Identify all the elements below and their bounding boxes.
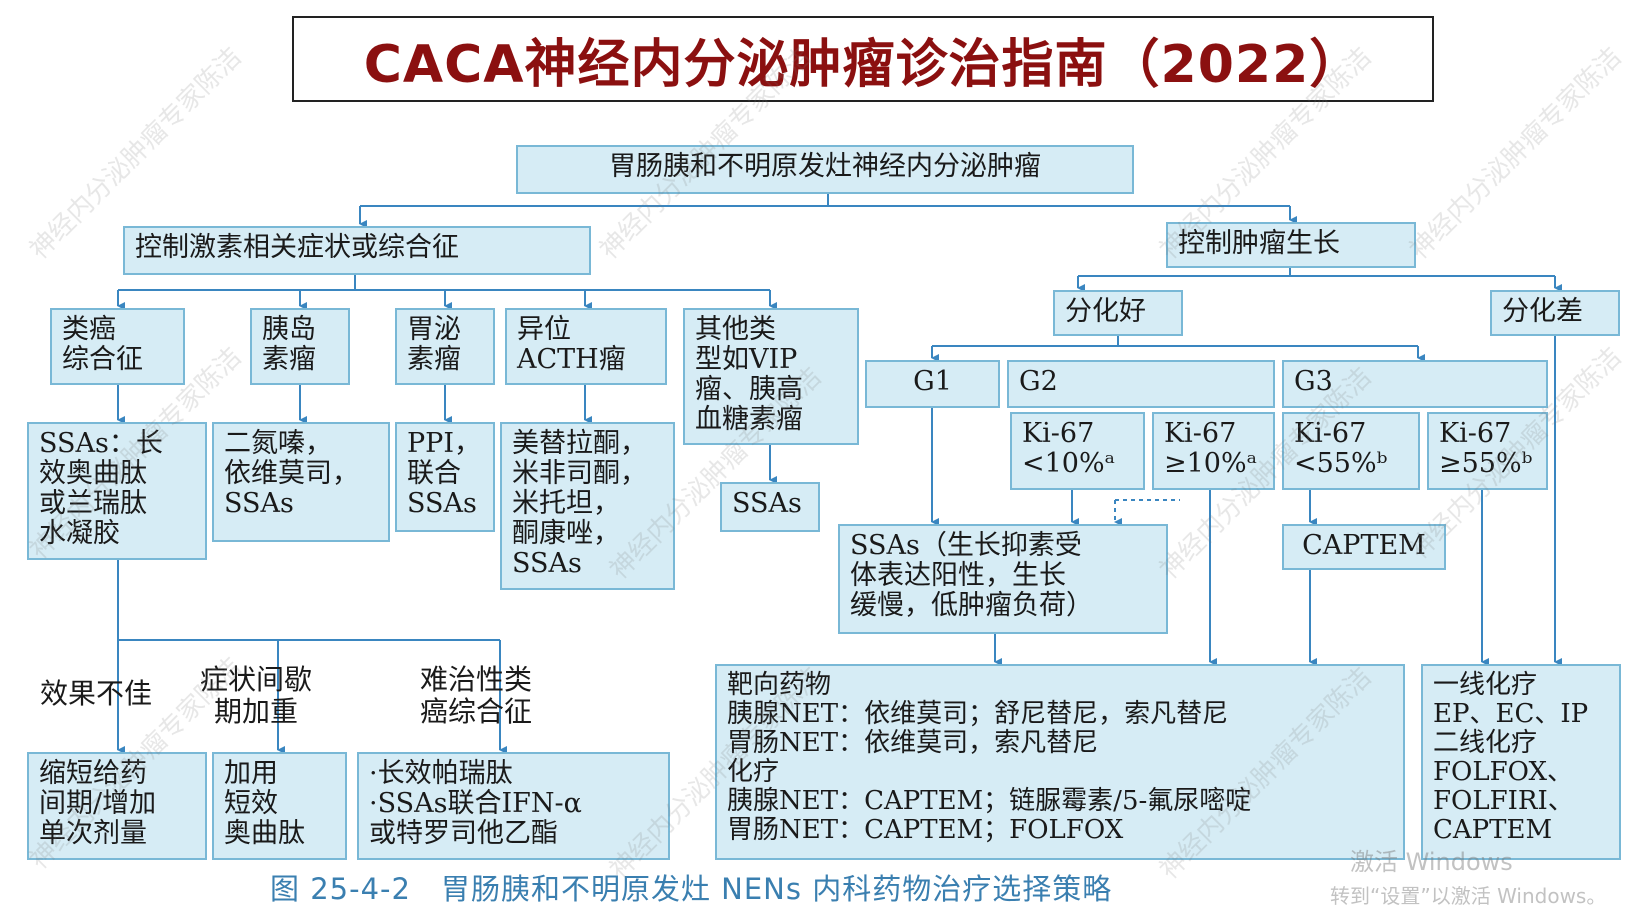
ssas-cond-text: SSAs（生长抑素受 体表达阳性，生长 缓慢，低肿瘤负荷） xyxy=(850,530,1093,621)
ppi-node: PPI， 联合 SSAs xyxy=(395,422,495,532)
g1-node: G1 xyxy=(865,360,1000,408)
ssas-node: SSAs xyxy=(720,482,820,532)
metyrapone-node: 美替拉酮， 米非司酮， 米托坦， 酮康唑， SSAs xyxy=(500,422,675,590)
ectopic-acth-node: 异位 ACTH瘤 xyxy=(505,308,667,385)
ssas-long-text: SSAs：长 效奥曲肽 或兰瑞肽 水凝胶 xyxy=(39,428,163,549)
control-hormone-node: 控制激素相关症状或综合征 xyxy=(123,226,591,275)
gastrinoma-node: 胃泌 素瘤 xyxy=(395,308,495,385)
ectopic-acth-text: 异位 ACTH瘤 xyxy=(517,314,626,375)
intermittent-label: 症状间歇 期加重 xyxy=(200,663,313,728)
captem-node: CAPTEM xyxy=(1282,524,1446,570)
ppi-text: PPI， 联合 SSAs xyxy=(407,428,481,519)
g1-text: G1 xyxy=(913,366,952,397)
insulinoma-text: 胰岛 素瘤 xyxy=(262,314,316,375)
poor-diff-node: 分化差 xyxy=(1490,290,1620,336)
figure-caption: 图 25-4-2 胃肠胰和不明原发灶 NENs 内科药物治疗选择策略 xyxy=(270,872,1113,906)
targeted-node: 靶向药物 胰腺NET：依维莫司；舒尼替尼，索凡替尼 胃肠NET：依维莫司，索凡替… xyxy=(715,664,1405,860)
page-title: CACA神经内分泌肿瘤诊治指南（2022） xyxy=(363,34,1363,95)
well-diff-node: 分化好 xyxy=(1053,290,1183,336)
ki-ge55-node: Ki-67 ≥55%ᵇ xyxy=(1427,412,1548,490)
other-types-node: 其他类 型如VIP 瘤、胰高 血糖素瘤 xyxy=(683,308,859,445)
diazoxide-text: 二氮嗪， 依维莫司， SSAs xyxy=(224,428,359,519)
ssas-cond-node: SSAs（生长抑素受 体表达阳性，生长 缓慢，低肿瘤负荷） xyxy=(838,524,1168,634)
metyrapone-text: 美替拉酮， 米非司酮， 米托坦， 酮康唑， SSAs xyxy=(512,428,647,579)
control-growth-text: 控制肿瘤生长 xyxy=(1178,228,1340,259)
activate-windows-title: 激活 Windows xyxy=(1350,848,1513,876)
ki-lt10-node: Ki-67 <10%ᵃ xyxy=(1010,412,1145,490)
ki-ge10-node: Ki-67 ≥10%ᵃ xyxy=(1152,412,1275,490)
carcinoid-node: 类癌 综合征 xyxy=(50,308,185,385)
activate-windows-subtitle: 转到“设置”以激活 Windows。 xyxy=(1330,884,1607,908)
shorten-node: 缩短给药 间期/增加 单次剂量 xyxy=(27,752,207,860)
diazoxide-node: 二氮嗪， 依维莫司， SSAs xyxy=(212,422,390,542)
ki-lt55-text: Ki-67 <55%ᵇ xyxy=(1294,418,1388,479)
g2-text: G2 xyxy=(1019,366,1058,397)
poor-effect-label: 效果不佳 xyxy=(40,677,153,710)
poor-diff-text: 分化差 xyxy=(1502,296,1583,327)
targeted-text: 靶向药物 胰腺NET：依维莫司；舒尼替尼，索凡替尼 胃肠NET：依维莫司，索凡替… xyxy=(727,670,1252,845)
ssas-long-node: SSAs：长 效奥曲肽 或兰瑞肽 水凝胶 xyxy=(27,422,207,560)
control-hormone-text: 控制激素相关症状或综合征 xyxy=(135,232,459,263)
ki-ge10-text: Ki-67 ≥10%ᵃ xyxy=(1164,418,1258,479)
well-diff-text: 分化好 xyxy=(1065,296,1146,327)
captem-text: CAPTEM xyxy=(1302,530,1426,561)
insulinoma-node: 胰岛 素瘤 xyxy=(250,308,350,385)
title-box: CACA神经内分泌肿瘤诊治指南（2022） xyxy=(292,16,1434,102)
chemo-text: 一线化疗 EP、EC、IP 二线化疗 FOLFOX、 FOLFIRI、 CAPT… xyxy=(1433,670,1589,845)
shorten-text: 缩短给药 间期/增加 单次剂量 xyxy=(39,758,157,849)
control-growth-node: 控制肿瘤生长 xyxy=(1166,222,1416,268)
ssas-text: SSAs xyxy=(732,488,802,519)
ki-ge55-text: Ki-67 ≥55%ᵇ xyxy=(1439,418,1533,479)
root-node-text: 胃肠胰和不明原发灶神经内分泌肿瘤 xyxy=(609,151,1041,182)
g2-node: G2 xyxy=(1007,360,1275,408)
ki-lt10-text: Ki-67 <10%ᵃ xyxy=(1022,418,1116,479)
refractory-tx-text: ·长效帕瑞肽 ·SSAs联合IFN-α 或特罗司他乙酯 xyxy=(369,758,582,849)
add-short-text: 加用 短效 奥曲肽 xyxy=(224,758,305,849)
ki-lt55-node: Ki-67 <55%ᵇ xyxy=(1282,412,1420,490)
refractory-tx-node: ·长效帕瑞肽 ·SSAs联合IFN-α 或特罗司他乙酯 xyxy=(357,752,670,860)
other-types-text: 其他类 型如VIP 瘤、胰高 血糖素瘤 xyxy=(695,314,803,435)
add-short-node: 加用 短效 奥曲肽 xyxy=(212,752,347,860)
gastrinoma-text: 胃泌 素瘤 xyxy=(407,314,461,375)
root-node: 胃肠胰和不明原发灶神经内分泌肿瘤 xyxy=(516,145,1134,194)
refractory-label: 难治性类 癌综合征 xyxy=(420,663,533,728)
chemo-node: 一线化疗 EP、EC、IP 二线化疗 FOLFOX、 FOLFIRI、 CAPT… xyxy=(1421,664,1621,860)
g3-text: G3 xyxy=(1294,366,1333,397)
carcinoid-text: 类癌 综合征 xyxy=(62,314,143,375)
g3-node: G3 xyxy=(1282,360,1548,408)
